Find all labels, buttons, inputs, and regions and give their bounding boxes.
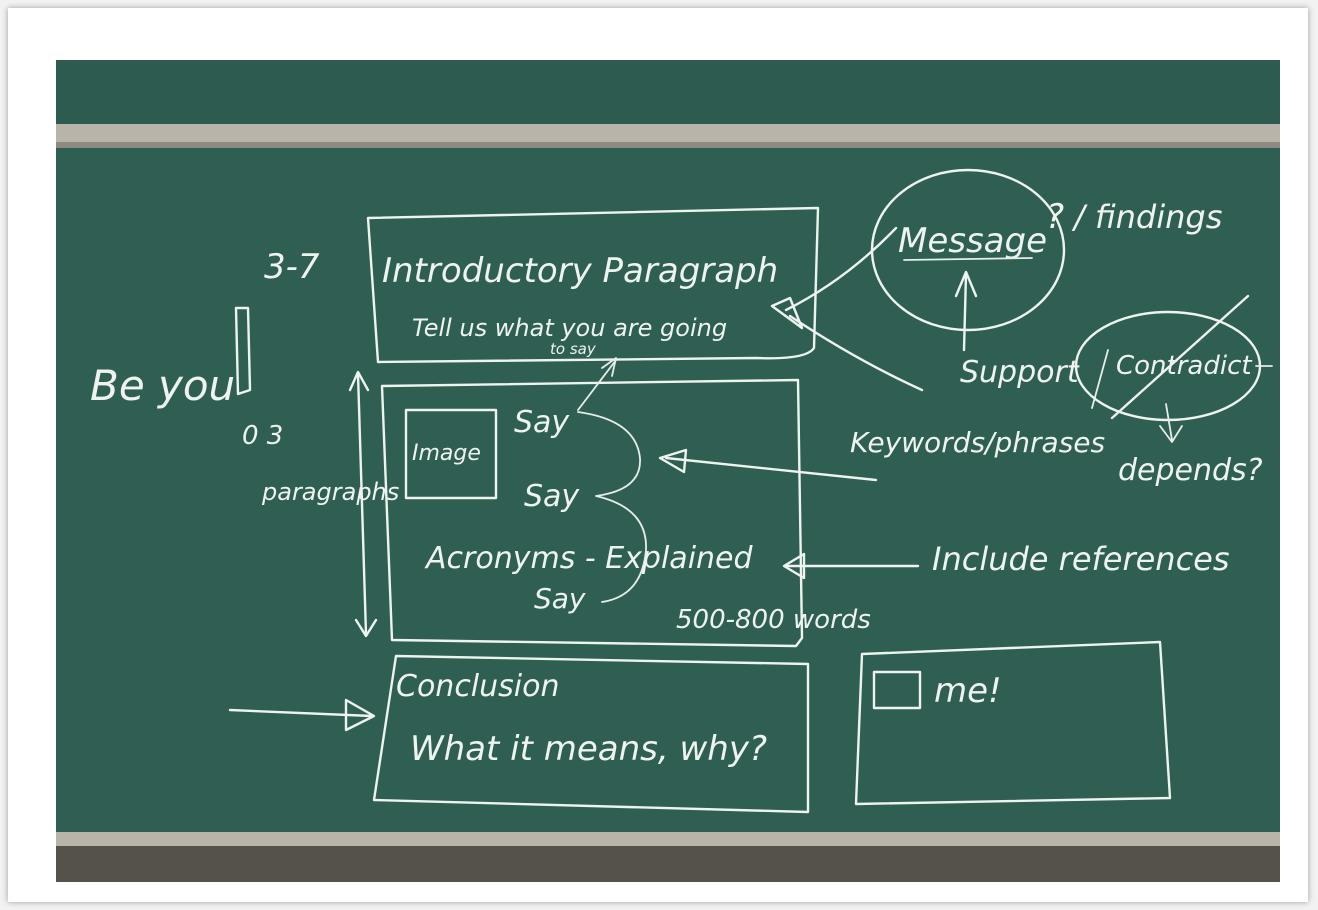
me-label: me! [934,671,1002,711]
intro-count: 3-7 [264,247,320,287]
contradict-text: Contradict [1116,351,1252,381]
conclusion-subtitle: What it means, why? [410,729,767,769]
conclusion-title: Conclusion [396,669,560,704]
keywords-to-intro-line [788,314,924,392]
chalk-tray [56,846,1280,882]
references-arrowhead [782,552,806,580]
top-rail-shadow [56,142,1280,148]
chalkboard: 3-7 Introductory Paragraph Tell us what … [56,60,1280,882]
say-to-intro-arrow [577,359,617,411]
say-2: Say [524,479,580,514]
image-label: Image [412,441,481,466]
acronyms-explained: Acronyms - Explained [424,541,754,576]
message-question: ? [1046,197,1064,237]
references-text: Include references [932,540,1230,578]
depends-arrow [1165,403,1173,441]
conclusion-box [372,654,810,814]
upper-board-strip [56,60,1280,124]
contradict-strike [1110,294,1250,420]
support-to-message-arrow [962,272,968,352]
paragraph-count: 0 3 [242,421,283,451]
conclusion-arrow [228,708,374,718]
message-text: Message [898,221,1047,261]
message-underline [903,257,1033,261]
keywords-arrowhead [658,448,688,474]
support-arrowhead [954,270,978,298]
depends-arrowhead [1159,425,1183,443]
word-count: 500-800 words [676,605,871,635]
bottom-rail [56,832,1280,846]
photo-frame: 3-7 Introductory Paragraph Tell us what … [8,8,1308,902]
conclusion-arrowhead [344,698,376,732]
body-length-arrow-bottom [354,618,378,638]
depends-text: depends? [1118,453,1263,488]
say-1: Say [514,405,570,440]
intro-box [366,206,820,364]
findings-text: / findings [1071,198,1222,236]
be-you-text: Be you [90,361,235,410]
message-to-intro-line [784,226,898,312]
say-to-intro-arrowhead [601,357,617,377]
chalkboard-drawing: 3-7 Introductory Paragraph Tell us what … [56,60,1280,882]
body-box [380,378,804,648]
me-box [854,640,1172,806]
top-rail [56,124,1280,142]
keywords-text: Keywords/phrases [850,426,1105,459]
say-3: Say [534,582,586,615]
body-length-arrow [356,372,368,636]
image-box [404,408,498,500]
keywords-arrow [664,456,878,482]
body-length-arrow-top [348,370,370,392]
intro-title: Introductory Paragraph [382,251,778,291]
exclamation-mark [234,306,252,396]
intro-subtitle-2: to say [550,340,597,358]
me-photo-placeholder [872,670,922,710]
intro-subtitle: Tell us what you are going [412,314,727,342]
say-flow-curve [577,411,647,603]
intro-arrowhead [770,296,804,330]
support-text: Support [960,355,1080,390]
paragraphs-label: paragraphs [261,478,399,506]
